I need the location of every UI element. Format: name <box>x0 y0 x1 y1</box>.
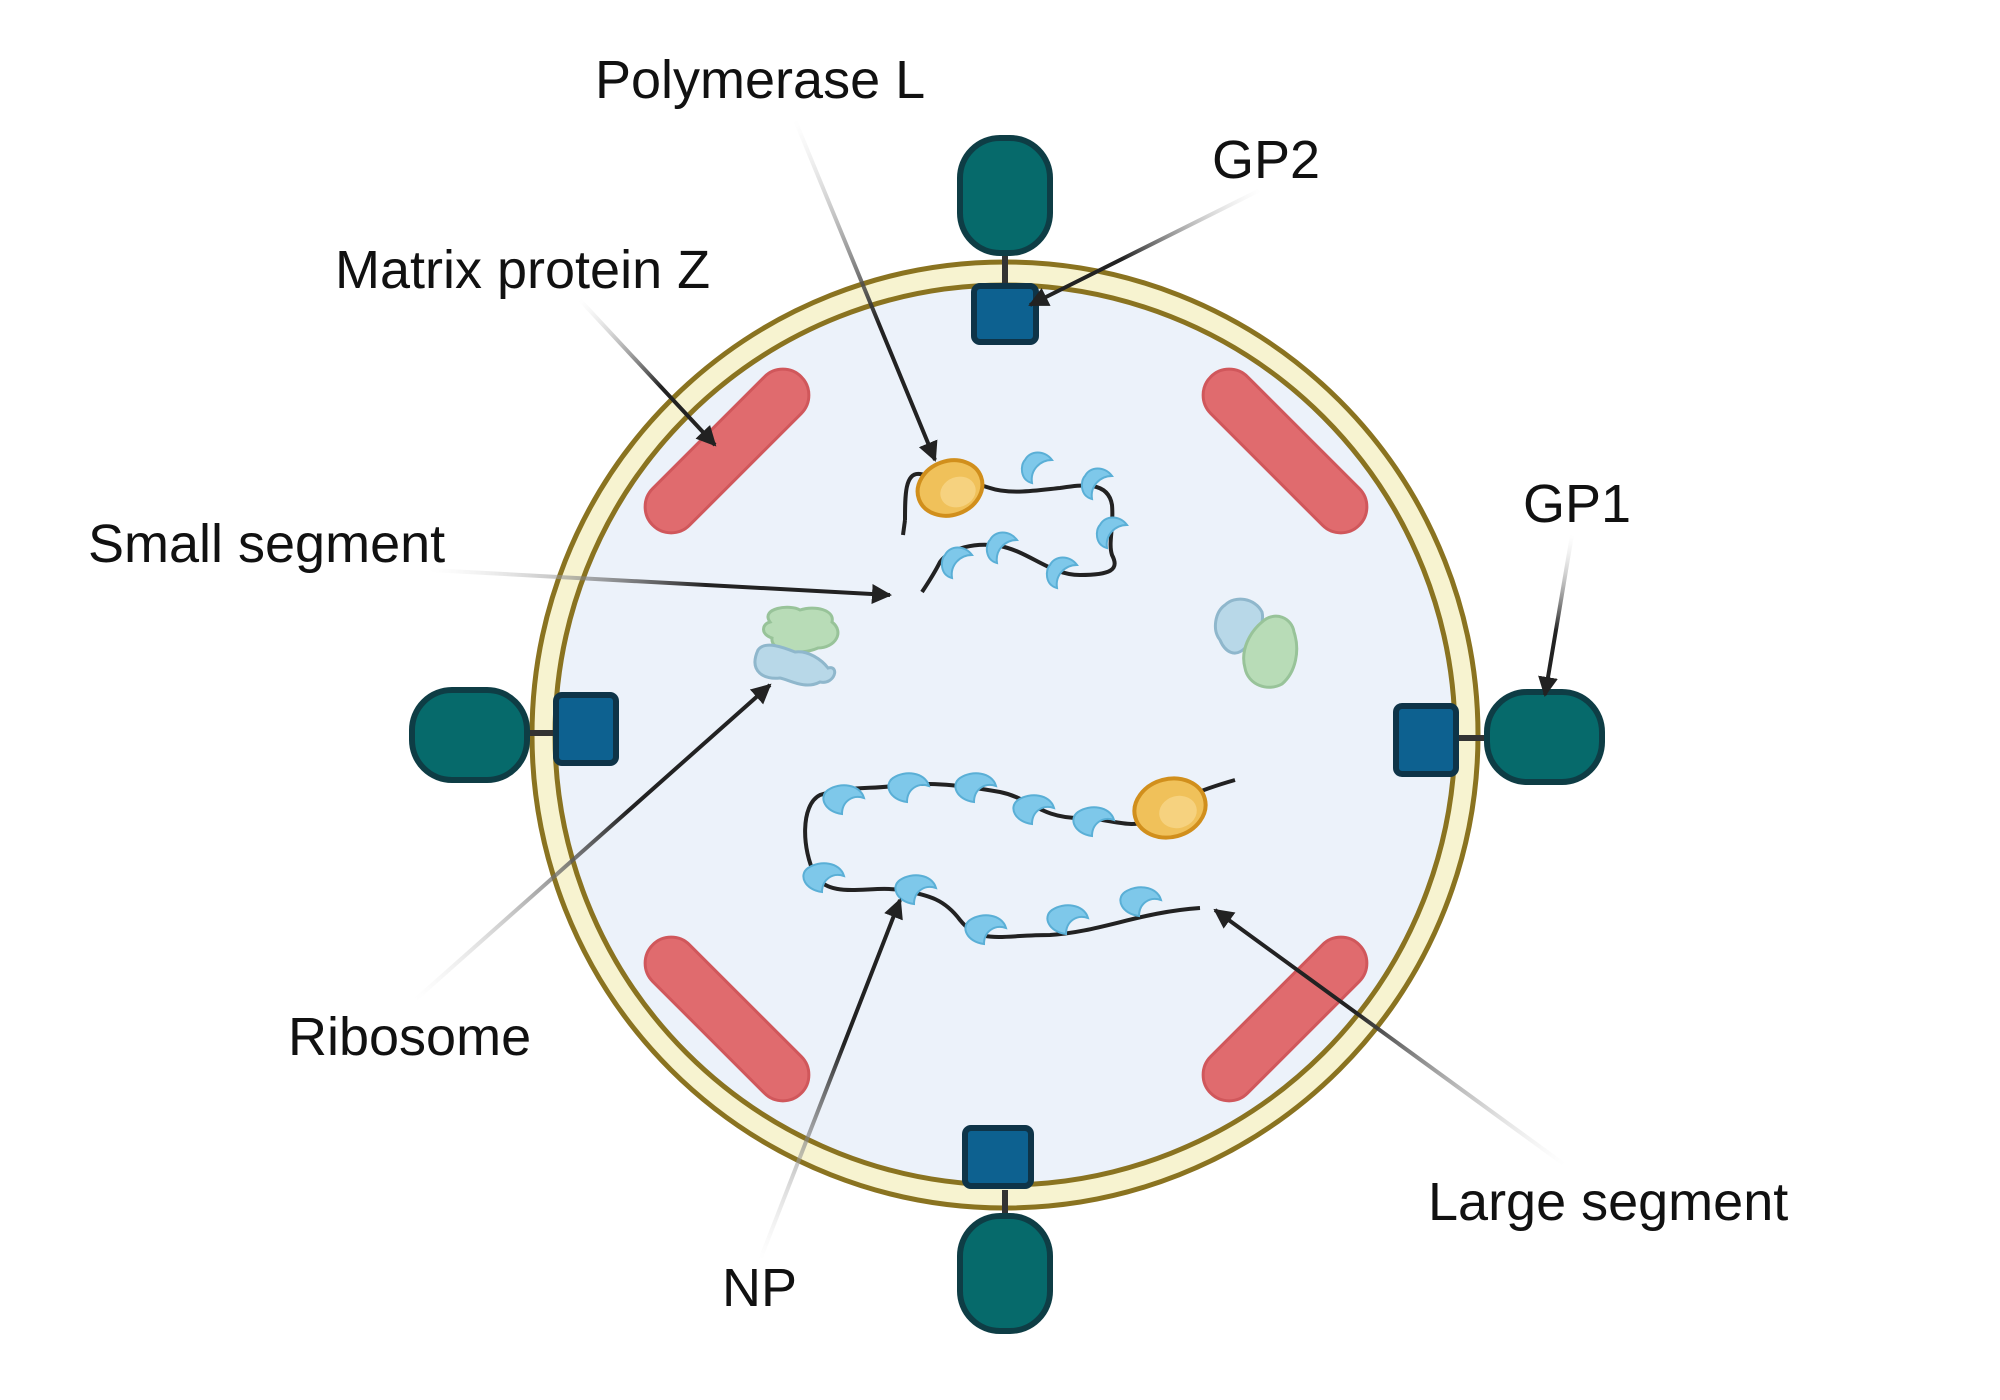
nucleoprotein <box>985 531 1019 565</box>
ribosome-right <box>1213 597 1299 689</box>
gp2-stem <box>1393 703 1459 777</box>
label-gp1: GP1 <box>1523 474 1631 534</box>
large-segment-arrow <box>1213 908 1567 1167</box>
nucleoprotein <box>1080 467 1114 501</box>
gp2-arrow <box>1028 188 1261 307</box>
nucleoprotein <box>894 874 938 906</box>
polymerase-l-large <box>1132 776 1208 840</box>
gp1-head <box>957 1213 1053 1334</box>
nucleoprotein <box>887 772 931 804</box>
nucleoprotein <box>1046 904 1090 936</box>
nucleoprotein <box>954 772 998 804</box>
nucleoprotein <box>822 784 866 816</box>
gp1-head <box>957 135 1053 256</box>
matrix-protein-z <box>643 935 811 1103</box>
label-ribosome: Ribosome <box>288 1007 531 1067</box>
glycoprotein-right <box>1393 689 1605 785</box>
nucleoprotein <box>1095 516 1129 550</box>
polymerase-l-small <box>915 458 985 518</box>
small-segment-nucleoproteins <box>940 451 1129 590</box>
np-arrow <box>758 898 903 1261</box>
matrix-protein-z <box>1201 935 1369 1103</box>
ribosome-arrow <box>413 683 772 1002</box>
matrix-protein-z <box>1201 367 1369 535</box>
matrix-protein-z-arrow <box>578 298 717 447</box>
label-np: NP <box>722 1258 797 1318</box>
matrix-protein-z-group <box>643 367 1369 1103</box>
viral-envelope <box>529 259 1481 1211</box>
nucleoprotein <box>1012 794 1056 826</box>
nucleoprotein <box>802 862 846 894</box>
gp2-stem <box>971 283 1039 345</box>
nucleoprotein <box>964 914 1008 946</box>
label-small-segment: Small segment <box>88 514 445 574</box>
glycoprotein-top <box>957 135 1053 345</box>
label-matrix-protein-z: Matrix protein Z <box>335 240 710 300</box>
nucleoprotein <box>1119 886 1163 918</box>
gp1-head <box>1484 689 1605 785</box>
label-large-segment: Large segment <box>1428 1172 1788 1232</box>
polymerase-l-arrow <box>793 119 938 462</box>
leader-arrows <box>413 119 1574 1261</box>
gp2-stem <box>962 1125 1034 1189</box>
gp1-arrow <box>1538 534 1574 697</box>
gp2-stem <box>553 692 619 766</box>
label-gp2: GP2 <box>1212 130 1320 190</box>
ribosome-left <box>753 605 840 687</box>
nucleoprotein <box>1020 451 1054 485</box>
nucleoprotein <box>940 546 974 580</box>
large-segment-nucleoproteins <box>802 772 1163 946</box>
gp1-head <box>409 687 530 783</box>
glycoprotein-left <box>409 687 619 783</box>
nucleoprotein <box>1045 556 1079 590</box>
label-polymerase-l: Polymerase L <box>595 50 925 110</box>
nucleoprotein <box>1072 806 1116 838</box>
glycoprotein-bottom <box>957 1125 1053 1334</box>
small-segment-arrow <box>429 568 892 605</box>
